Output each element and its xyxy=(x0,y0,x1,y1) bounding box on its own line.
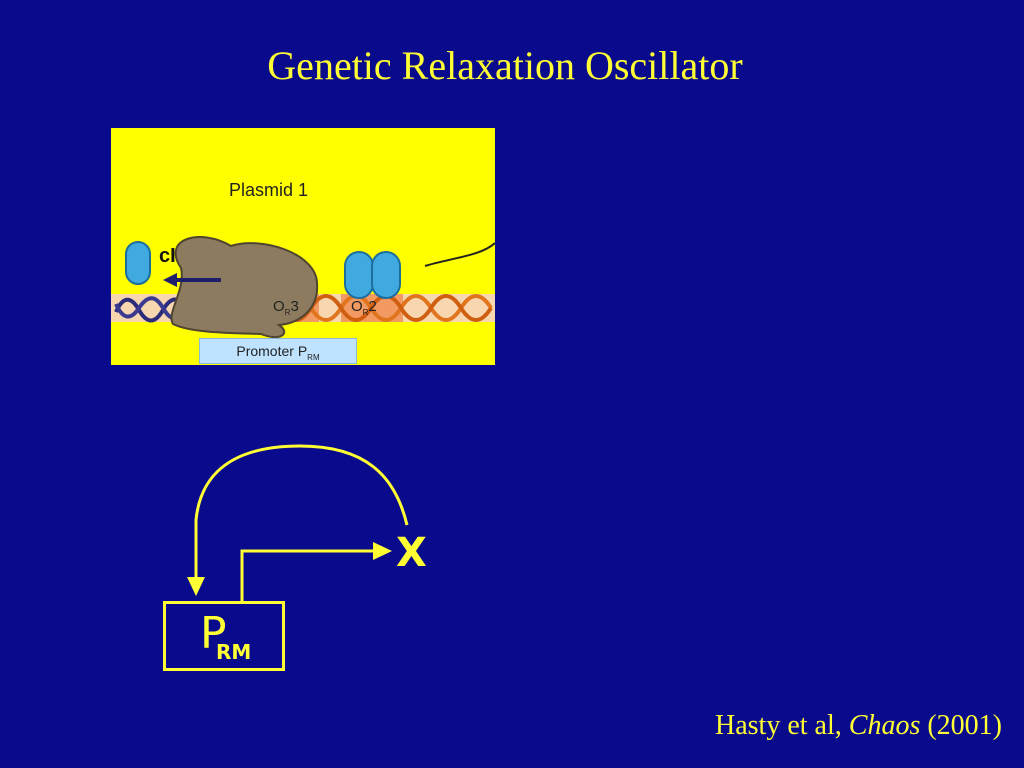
operator-2-subscript: R xyxy=(362,308,369,317)
operator-2-letter: O xyxy=(351,298,363,315)
plasmid-illustration xyxy=(111,236,495,339)
promoter-subscript: RM xyxy=(307,353,320,362)
feedback-arrow-head xyxy=(187,577,205,596)
output-arrow-line xyxy=(240,549,375,601)
ci-label: cI xyxy=(159,245,176,267)
dna-strand-dark-1 xyxy=(114,297,189,323)
prm-subscript: RM xyxy=(216,640,252,664)
operator-3-label: OR3 xyxy=(273,298,299,317)
plasmid-backbone-line xyxy=(424,242,495,267)
ci-monomer xyxy=(125,241,151,285)
transcription-arrow-head xyxy=(163,273,177,287)
plasmid-label: Plasmid 1 xyxy=(229,180,309,200)
plasmid-diagram: Plasmid 1 cI OR3 OR2 Promoter PRM xyxy=(111,128,495,365)
prm-letter: P xyxy=(200,608,227,659)
slide-title: Genetic Relaxation Oscillator xyxy=(267,43,743,88)
promoter-box: Promoter PRM xyxy=(199,338,357,364)
operator-2-number: 2 xyxy=(368,298,377,315)
citation: Hasty et al, Chaos (2001) xyxy=(715,710,1002,742)
operator-3-letter: O xyxy=(273,298,285,315)
rna-polymerase xyxy=(170,236,319,339)
promoter-prm-box: P RM xyxy=(163,601,285,671)
citation-authors: Hasty et al, xyxy=(715,710,849,741)
operator-3-number: 3 xyxy=(290,298,299,315)
output-arrow-head xyxy=(373,542,392,560)
citation-journal: Chaos xyxy=(848,710,921,741)
operator-2-label: OR2 xyxy=(351,298,377,317)
promoter-text: Promoter P xyxy=(236,343,308,359)
feedback-arc xyxy=(194,444,409,578)
output-x-label: X xyxy=(396,530,427,576)
ci-dimer-right xyxy=(371,251,401,299)
citation-year: (2001) xyxy=(920,710,1002,741)
operator-3-subscript: R xyxy=(284,308,291,317)
